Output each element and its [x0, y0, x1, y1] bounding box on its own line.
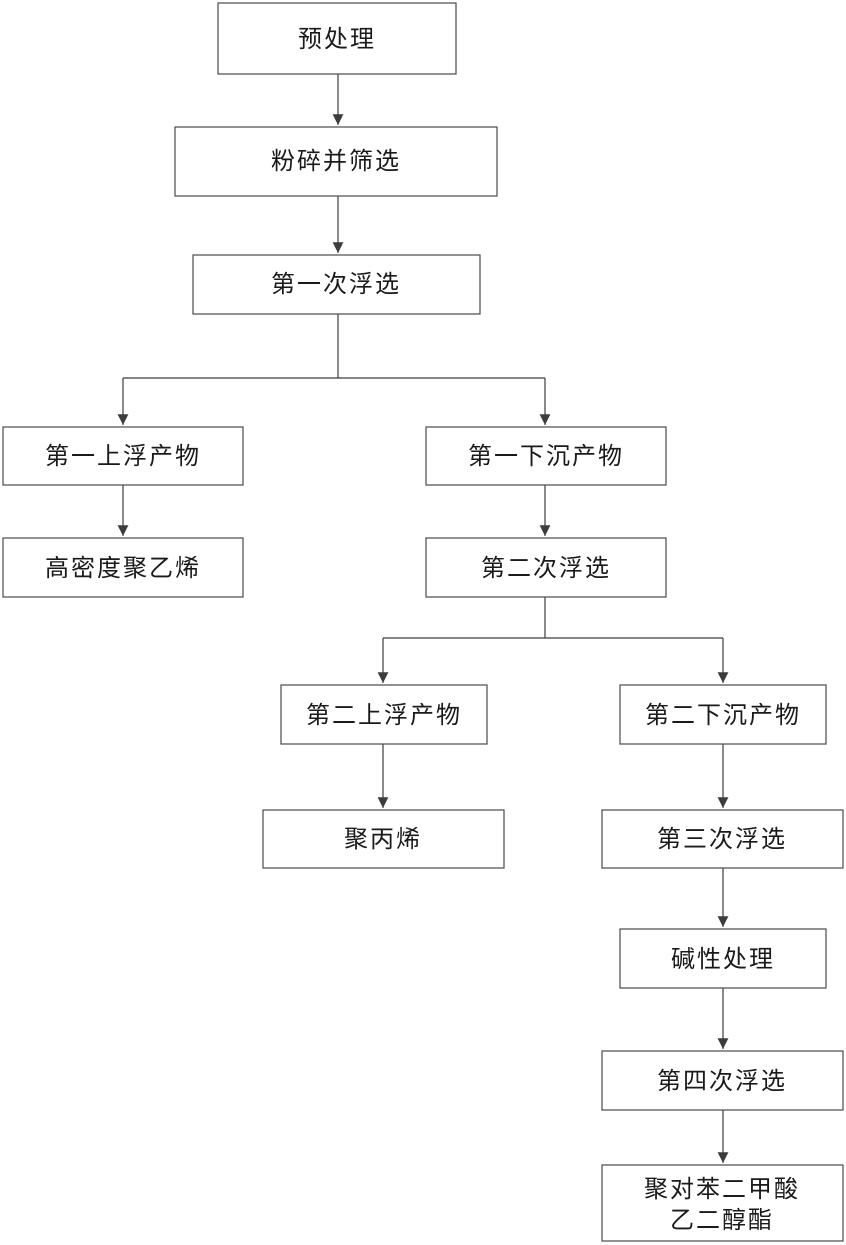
node-pet: 聚对苯二甲酸 乙二醇酯: [602, 1165, 843, 1241]
node-float-product-1: 第一上浮产物: [3, 427, 243, 485]
node-pretreatment: 预处理: [218, 3, 456, 74]
node-label-polypropylene: 聚丙烯: [344, 825, 422, 853]
node-label-pet-line-2: 乙二醇酯: [670, 1206, 774, 1234]
node-float-product-2: 第二上浮产物: [281, 685, 487, 744]
node-label-sink-product-2: 第二下沉产物: [645, 701, 801, 729]
edge-flotation-2-split: [383, 597, 723, 683]
node-label-flotation-2: 第二次浮选: [481, 554, 611, 582]
node-sink-product-1: 第一下沉产物: [426, 427, 666, 485]
node-polypropylene: 聚丙烯: [263, 810, 504, 868]
node-crush-sieve: 粉碎并筛选: [175, 127, 497, 196]
node-flotation-3: 第三次浮选: [602, 810, 843, 868]
node-label-float-product-2: 第二上浮产物: [306, 701, 462, 729]
node-label-hdpe: 高密度聚乙烯: [45, 554, 201, 582]
node-alkali-treatment: 碱性处理: [620, 929, 826, 988]
node-label-flotation-3: 第三次浮选: [657, 825, 787, 853]
node-label-alkali-treatment: 碱性处理: [671, 945, 775, 973]
node-label-pretreatment: 预处理: [298, 25, 376, 53]
node-label-flotation-1: 第一次浮选: [271, 270, 401, 298]
node-flotation-4: 第四次浮选: [602, 1051, 843, 1110]
node-label-pet-line-1: 聚对苯二甲酸: [644, 1175, 800, 1203]
edges: [123, 74, 723, 1163]
node-label-crush-sieve: 粉碎并筛选: [271, 147, 401, 175]
node-hdpe: 高密度聚乙烯: [3, 538, 243, 597]
node-label-flotation-4: 第四次浮选: [657, 1067, 787, 1095]
nodes: 预处理 粉碎并筛选 第一次浮选 第一上浮产物 第一下沉产物 高密度聚乙烯 第二次…: [3, 3, 843, 1241]
node-flotation-1: 第一次浮选: [193, 255, 480, 314]
node-sink-product-2: 第二下沉产物: [620, 685, 826, 744]
node-label-float-product-1: 第一上浮产物: [45, 442, 201, 470]
edge-flotation-1-split: [123, 314, 545, 425]
node-flotation-2: 第二次浮选: [426, 538, 666, 597]
node-label-sink-product-1: 第一下沉产物: [468, 442, 624, 470]
